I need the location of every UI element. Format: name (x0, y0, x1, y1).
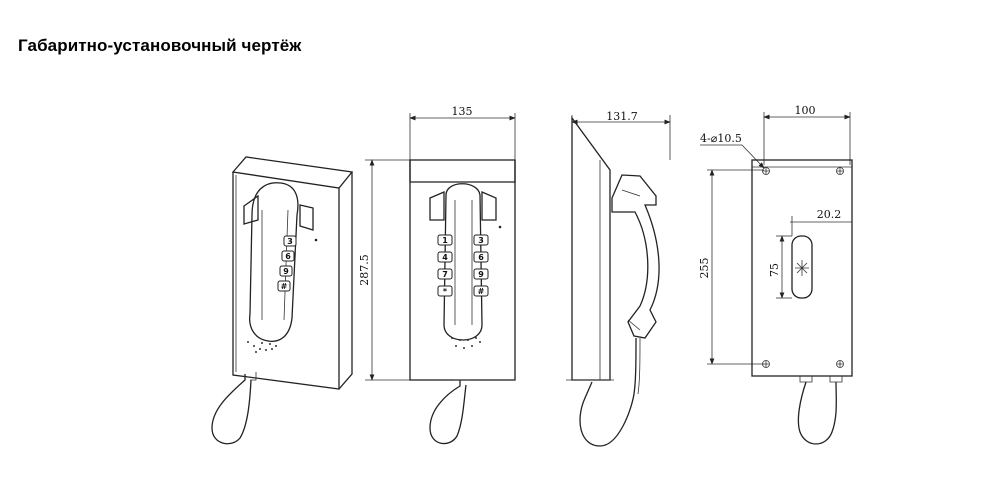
svg-text:#: # (281, 282, 288, 291)
iso-front-face (232, 172, 340, 390)
svg-text:6: 6 (478, 253, 484, 262)
front-handset (443, 183, 483, 341)
back-body (751, 159, 853, 377)
isometric-view: 3 6 9 # (211, 156, 354, 445)
iso-handset (249, 182, 299, 342)
svg-text:9: 9 (283, 267, 289, 276)
svg-text:9: 9 (478, 270, 484, 279)
side-handset (611, 174, 660, 339)
mounting-holes (762, 167, 844, 368)
dim-front-width: 135 (452, 105, 473, 118)
dim-hole-spacing: 255 (698, 258, 711, 279)
side-view: 131.7 (566, 110, 671, 447)
dim-side-depth: 131.7 (606, 110, 638, 123)
side-body (571, 116, 611, 381)
dim-slot-offset: 20.2 (817, 208, 842, 221)
svg-text:6: 6 (285, 252, 291, 261)
dim-hole-spec: 4-⌀10.5 (700, 132, 742, 145)
svg-text:7: 7 (442, 270, 448, 279)
dim-slot-height: 75 (768, 263, 781, 277)
iso-top-face (231, 156, 354, 189)
front-keypad: 1 4 7 * 3 6 9 # (437, 234, 489, 297)
svg-text:3: 3 (287, 237, 293, 246)
svg-text:3: 3 (478, 236, 484, 245)
iso-keypad: 3 6 9 # (277, 235, 297, 292)
iso-side-face (338, 172, 353, 390)
svg-text:4: 4 (442, 253, 448, 262)
svg-text:#: # (478, 287, 485, 296)
front-body (409, 159, 516, 381)
svg-text:1: 1 (442, 236, 448, 245)
cable-slot (791, 235, 813, 299)
dim-front-height: 287.5 (358, 254, 371, 286)
page-title: Габаритно-установочный чертёж (18, 36, 302, 55)
svg-text:*: * (443, 287, 448, 296)
back-view: 100 4-⌀10.5 255 75 20.2 (698, 104, 853, 445)
front-view: 135 287.5 1 4 7 * 3 6 9 (358, 105, 516, 445)
dim-back-width: 100 (795, 104, 816, 117)
